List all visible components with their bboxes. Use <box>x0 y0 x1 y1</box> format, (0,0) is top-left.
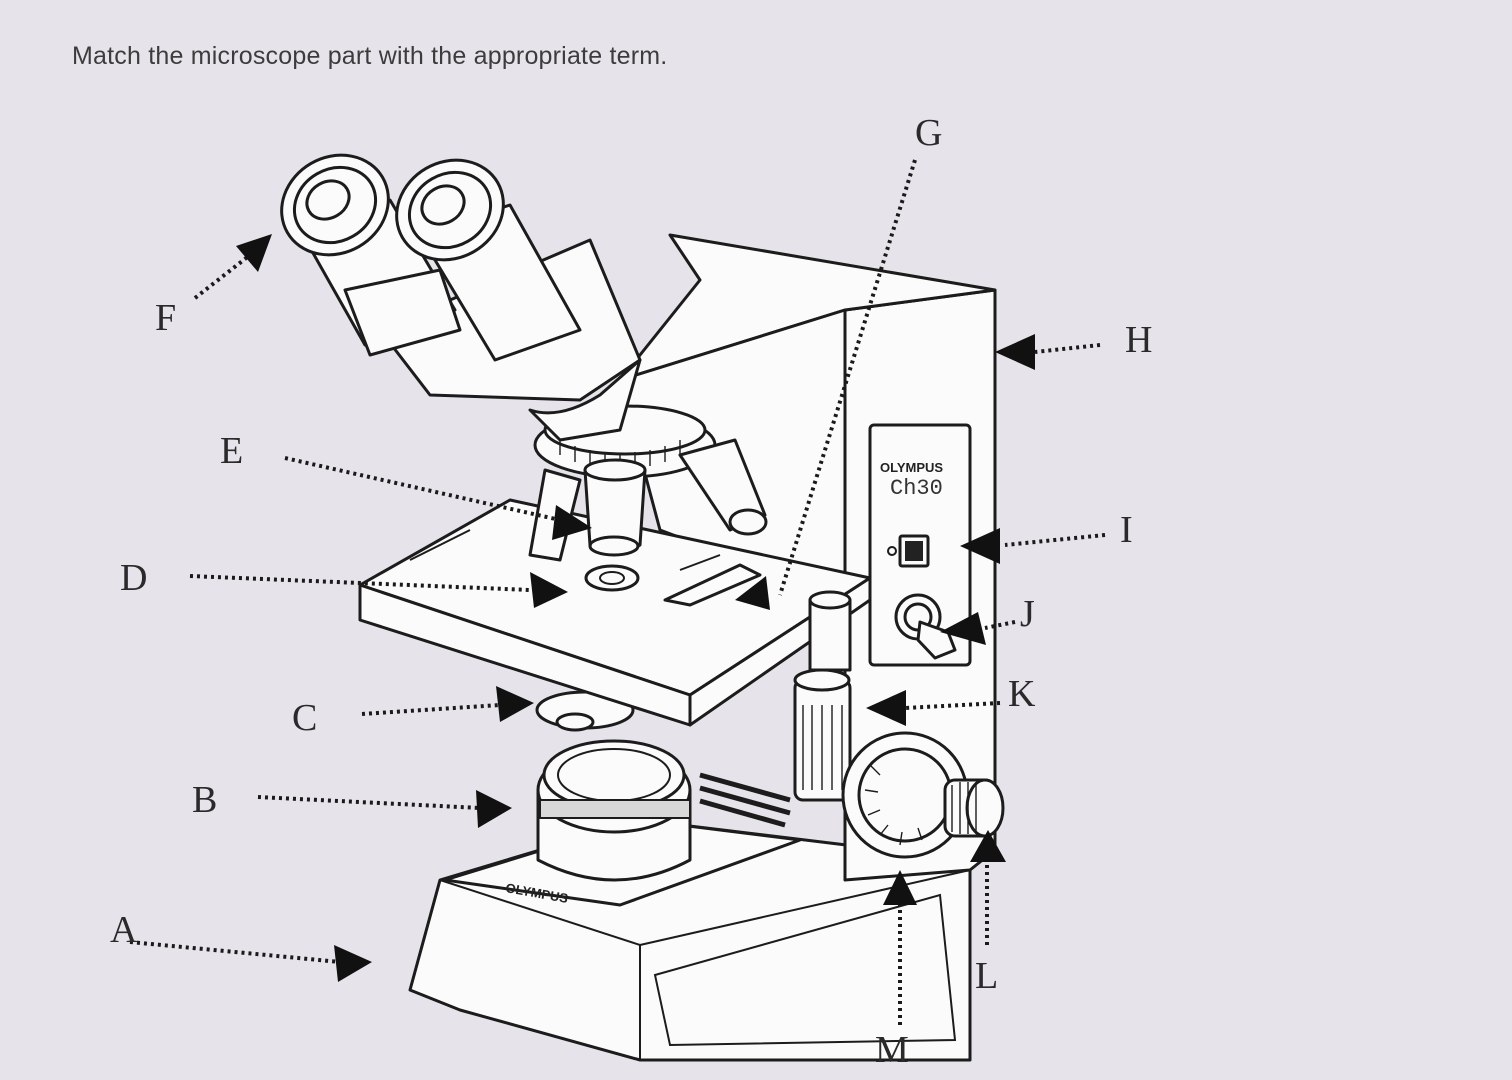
arrowhead-a <box>334 945 372 982</box>
focus-cylinder <box>793 668 852 802</box>
label-k: K <box>1008 673 1036 715</box>
label-l: L <box>975 955 998 997</box>
label-d: D <box>120 557 147 599</box>
condenser <box>535 690 635 732</box>
label-j: J <box>1020 593 1035 635</box>
illuminator <box>536 739 692 882</box>
arrowhead-m <box>883 870 917 905</box>
power-switch <box>887 534 930 568</box>
arrowhead-d <box>530 572 568 608</box>
leader-lines <box>129 159 1106 1025</box>
objective-lenses <box>528 438 768 562</box>
coarse-focus-knob <box>841 731 969 859</box>
stage-post <box>808 590 852 672</box>
microscope-arm <box>618 233 997 882</box>
label-e: E <box>220 430 243 472</box>
brand-plate: OLYMPUS Ch30 <box>880 460 943 501</box>
label-f: F <box>155 297 176 339</box>
question-text: Match the microscope part with the appro… <box>72 42 668 70</box>
arrowhead-k <box>866 690 906 726</box>
arrowhead-j <box>940 612 986 645</box>
label-h: H <box>1125 319 1152 361</box>
arrowhead-h <box>995 334 1035 370</box>
microscope-base: OLYMPUS <box>408 818 972 1062</box>
arrowhead-f <box>236 234 272 272</box>
label-m: M <box>875 1029 909 1071</box>
label-a: A <box>110 909 138 951</box>
arrowhead-b <box>476 790 512 828</box>
label-c: C <box>292 697 317 739</box>
arrowhead-c <box>496 686 534 722</box>
arrowhead-g <box>735 576 770 610</box>
fine-focus-knob <box>943 778 1005 838</box>
base-vents <box>699 772 791 828</box>
eyepieces <box>280 153 505 262</box>
arrowhead-i <box>960 528 1000 564</box>
label-i: I <box>1120 509 1133 551</box>
label-g: G <box>915 112 942 154</box>
brand-plate-brand: OLYMPUS <box>880 460 943 475</box>
light-intensity-knob <box>894 593 957 660</box>
arrowheads <box>236 234 1035 982</box>
label-b: B <box>192 779 217 821</box>
part-labels: A B C D E F G H I J K L M <box>110 112 1152 1071</box>
arrowhead-e <box>552 505 592 540</box>
arrowhead-l <box>970 830 1006 862</box>
brand-plate-model: Ch30 <box>890 476 943 501</box>
